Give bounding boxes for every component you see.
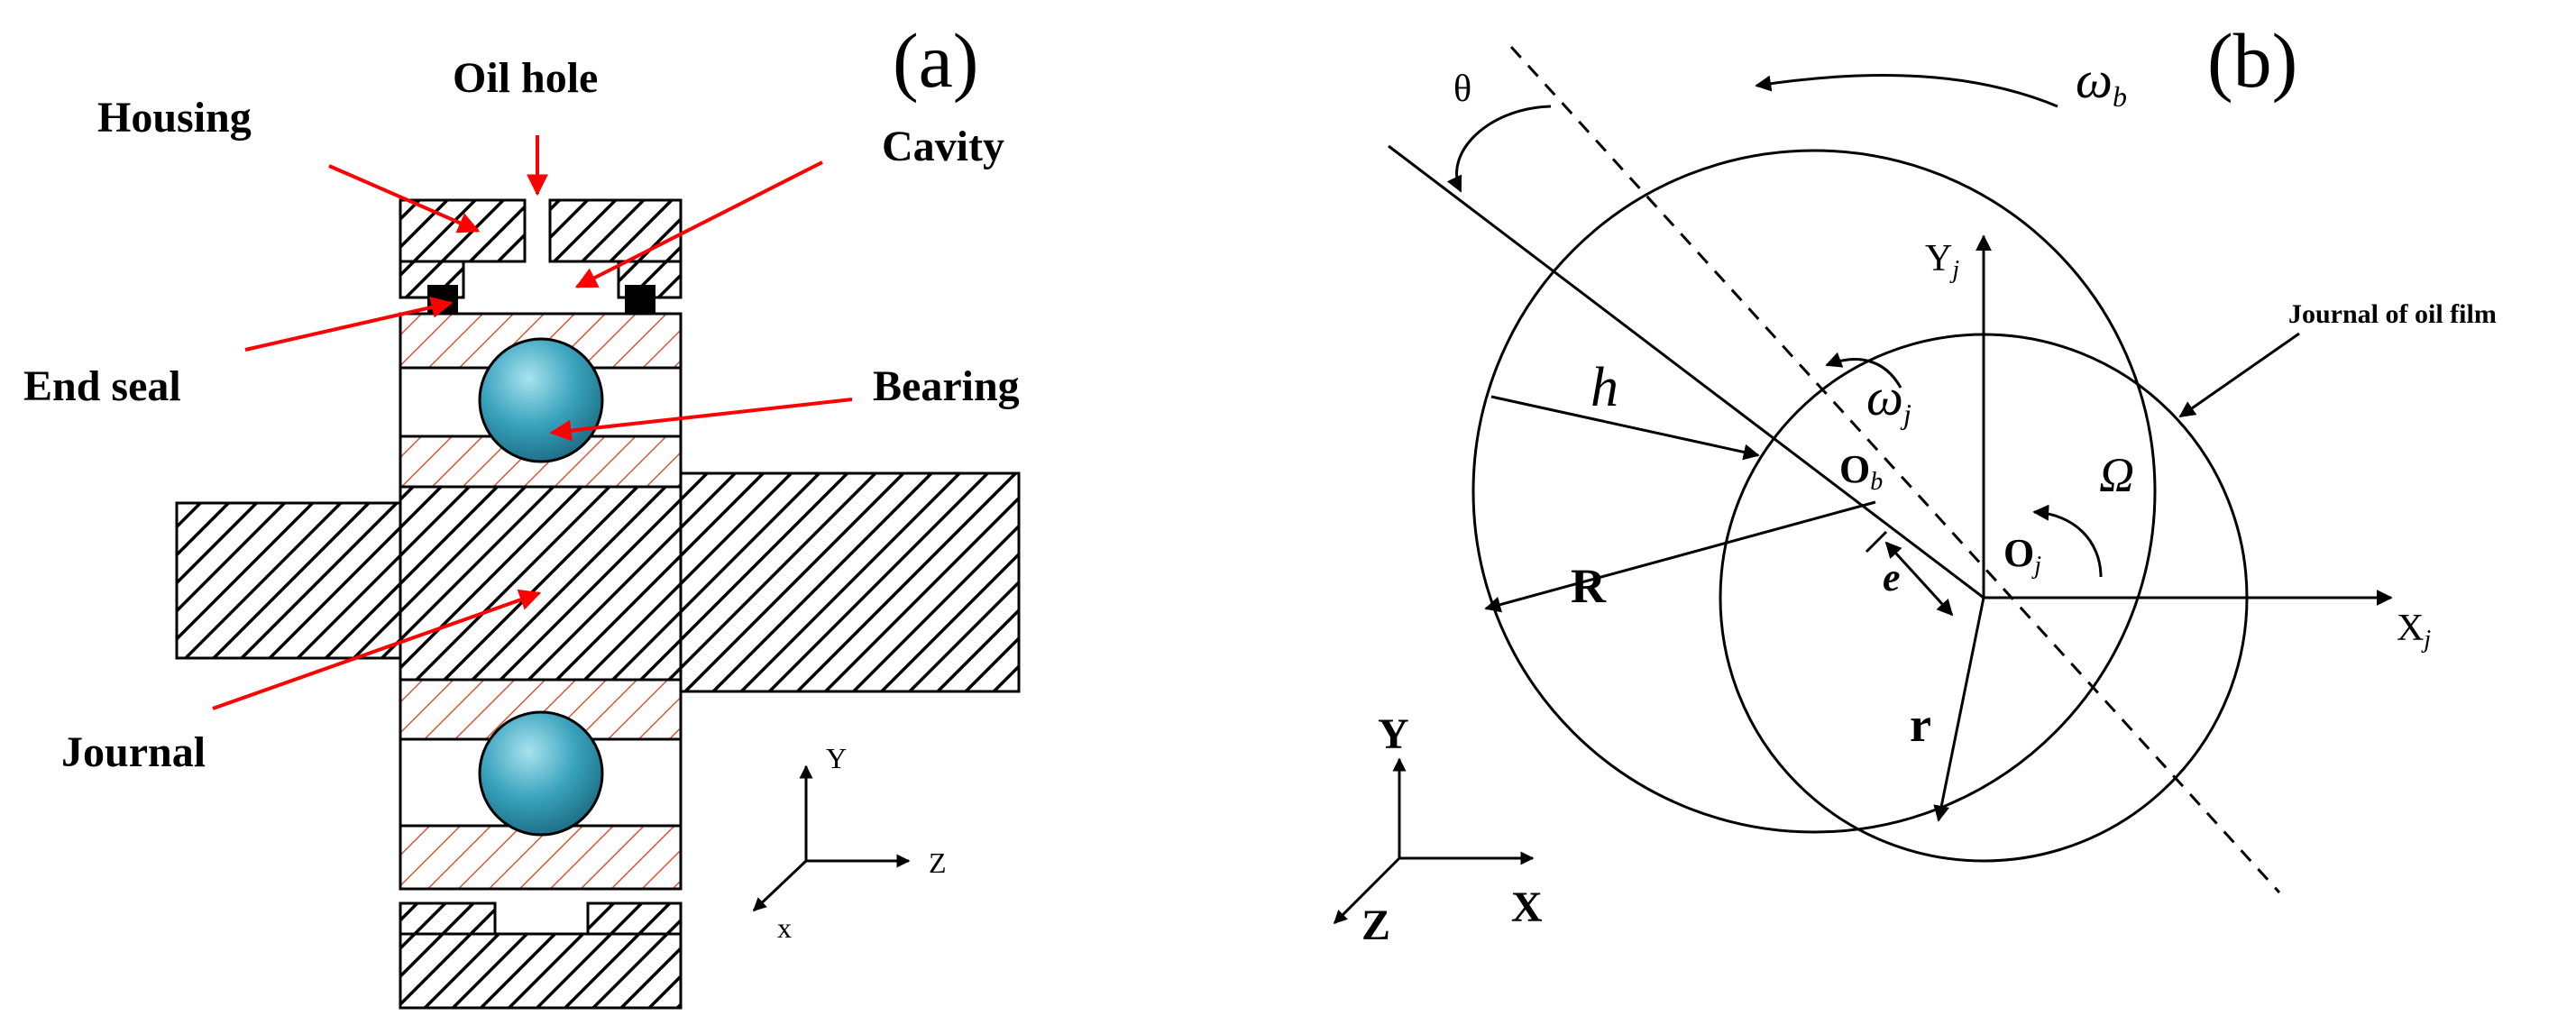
panel-a: (a) Housing Oil hole Cavity End seal Bea… (23, 17, 1021, 1010)
label-theta: θ (1453, 69, 1471, 110)
panel-a-axes: Y Z x (752, 742, 947, 944)
bearing-ball-bottom (478, 710, 604, 837)
bearing-outer-race-bottom (399, 824, 683, 891)
Xj-subscript: j (2421, 626, 2431, 654)
arrow-housing (328, 164, 481, 233)
axis-b-Z: Z (1361, 901, 1390, 949)
arrow-journal (212, 589, 542, 710)
housing-bottom (399, 932, 683, 1010)
end-seal-right (625, 285, 655, 314)
omega-j-subscript: j (1900, 398, 1911, 430)
arrow-h (1490, 395, 1760, 461)
axis-b-X: X (1511, 883, 1543, 931)
arrow-R (1484, 500, 1876, 613)
arrow-journal-oil-film (2178, 332, 2300, 418)
housing-bottom-lip-right (586, 901, 683, 936)
arrow-e (1884, 541, 1954, 617)
label-journal: Journal (61, 728, 206, 776)
label-Oj: Oj (2003, 531, 2041, 580)
label-omega-j: ωj (1866, 368, 1911, 430)
arrow-bearing (549, 398, 853, 442)
housing-top-left (399, 198, 527, 263)
label-Xj: Xj (2397, 608, 2431, 654)
omega-j-arc (1825, 352, 1902, 389)
arrow-r (1933, 597, 1985, 822)
label-Omega: Ω (2099, 448, 2134, 502)
label-Yj: Yj (1925, 238, 1959, 284)
label-R: R (1571, 559, 1607, 613)
axis-a-z: Z (929, 846, 947, 879)
omega-b-arc (1755, 73, 2058, 108)
omega-b-subscript: b (2113, 80, 2127, 113)
Yj-subscript: j (1949, 256, 1959, 284)
theta-arc (1446, 105, 1552, 193)
axis-a-y: Y (826, 742, 847, 774)
Xj-symbol: X (2397, 608, 2424, 649)
label-e: e (1883, 555, 1901, 599)
dashed-line (1509, 45, 2281, 894)
label-bearing: Bearing (873, 362, 1020, 410)
label-housing: Housing (97, 94, 252, 142)
arrow-end-seal (244, 297, 454, 352)
panel-b-title: (b) (2207, 17, 2297, 104)
shaft-left (175, 501, 402, 660)
axis-a-x: x (777, 911, 792, 944)
omega-j-symbol: ω (1866, 368, 1903, 426)
omega-b-symbol: ω (2076, 50, 2113, 109)
journal-center (399, 485, 683, 682)
Omega-arc (2032, 504, 2103, 578)
arrow-cavity (574, 160, 823, 288)
label-oil-hole: Oil hole (453, 54, 598, 102)
panel-b-axes: Y X Z (1333, 710, 1543, 949)
Oj-subscript: j (2031, 552, 2041, 580)
panel-b: Y X Z (b) θ ωb ωj Ω Journal of oil film … (1333, 17, 2497, 949)
label-h: h (1591, 357, 1618, 418)
shaft-right (679, 471, 1021, 693)
label-end-seal: End seal (23, 362, 181, 410)
Oj-symbol: O (2003, 531, 2034, 575)
solid-line (1388, 144, 1985, 599)
axis-b-Y: Y (1378, 710, 1409, 758)
label-cavity: Cavity (882, 123, 1004, 170)
label-r: r (1910, 698, 1931, 752)
housing-top-right (548, 198, 683, 263)
label-journal-of-oil-film: Journal of oil film (2288, 299, 2497, 329)
Yj-symbol: Y (1925, 238, 1952, 279)
outer-circle (1471, 149, 2157, 834)
label-omega-b: ωb (2076, 50, 2127, 113)
bearing-ball-top (478, 337, 604, 463)
tick-e (1865, 530, 1888, 554)
label-Ob: Ob (1839, 447, 1883, 496)
Ob-subscript: b (1870, 468, 1883, 496)
end-seal-left (427, 285, 458, 314)
Ob-symbol: O (1839, 447, 1870, 491)
panel-a-title: (a) (893, 17, 978, 104)
housing-bottom-lip-left (399, 901, 497, 936)
